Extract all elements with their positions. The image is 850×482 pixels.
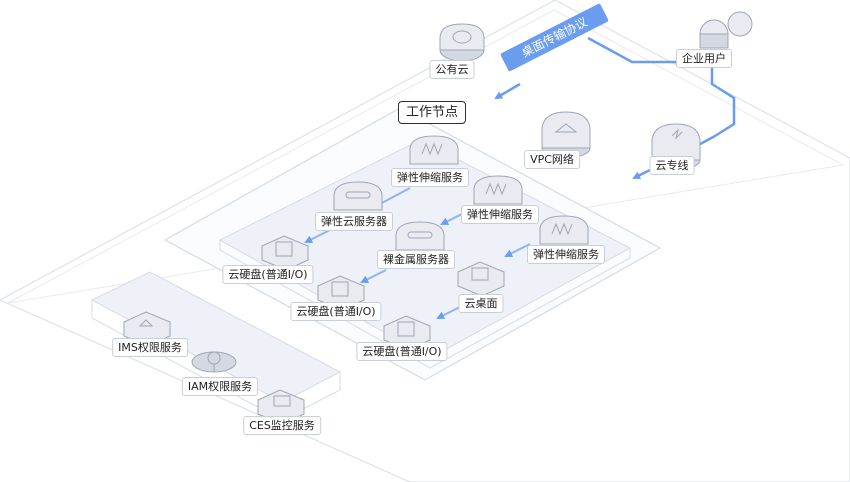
- disk-label-3: 云硬盘(普通I/O): [356, 342, 448, 361]
- line-protocol-arrow: [494, 82, 521, 100]
- auto-scaling-icon: [473, 175, 523, 205]
- disk-label-2: 云硬盘(普通I/O): [290, 302, 382, 321]
- server-icon: [333, 181, 383, 211]
- disk-icon: [383, 315, 431, 351]
- enterprise-user-label: 企业用户: [676, 49, 732, 68]
- work-node-title: 工作节点: [397, 101, 467, 124]
- server-icon: [395, 221, 445, 251]
- monitor-icon: [257, 389, 305, 425]
- direct-connect-label: 云专线: [649, 156, 695, 175]
- image-icon: [123, 311, 171, 347]
- auto-scaling-label-3: 弹性伸缩服务: [527, 245, 605, 264]
- users-icon: [699, 11, 753, 49]
- ces-label: CES监控服务: [243, 416, 321, 435]
- bms-label: 裸金属服务器: [377, 250, 455, 269]
- desktop-icon: [457, 261, 505, 297]
- auto-scaling-label-1: 弹性伸缩服务: [391, 168, 469, 187]
- cloud-icon: [439, 23, 485, 62]
- ims-label: IMS权限服务: [112, 338, 188, 357]
- key-icon: [191, 351, 237, 373]
- auto-scaling-label-2: 弹性伸缩服务: [461, 205, 539, 224]
- compute-slab-edge: [219, 240, 631, 369]
- disk-icon: [317, 275, 365, 311]
- vpc-label: VPC网络: [524, 150, 580, 169]
- public-cloud-label: 公有云: [429, 60, 475, 79]
- ecs-label: 弹性云服务器: [315, 212, 393, 231]
- icons: [123, 11, 753, 425]
- iam-label: IAM权限服务: [181, 377, 259, 396]
- disk-label-1: 云硬盘(普通I/O): [222, 265, 314, 284]
- auto-scaling-icon: [539, 215, 589, 245]
- line-user-to-vpc: [710, 62, 736, 138]
- desktop-label: 云桌面: [458, 294, 504, 313]
- auto-scaling-icon: [409, 135, 459, 165]
- disk-icon: [261, 235, 309, 271]
